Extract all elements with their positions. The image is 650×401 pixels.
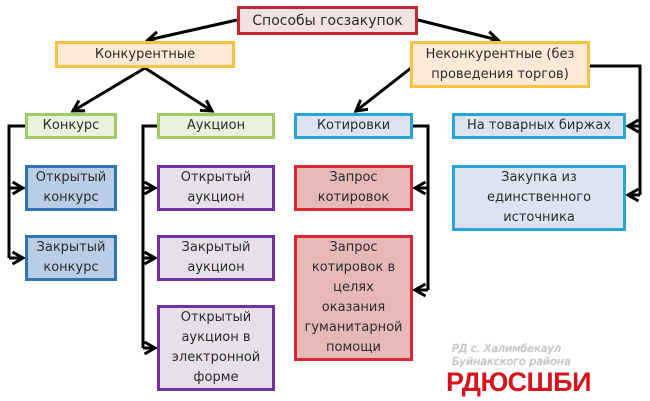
auction-node: Аукцион xyxy=(157,113,275,139)
line-konkurs-bracket xyxy=(7,124,25,258)
watermark-line-2: Буйнакского района xyxy=(452,355,571,368)
auction-node-label: Аукцион xyxy=(186,118,246,133)
quotes-node-label: Котировки xyxy=(316,118,391,133)
noncompetitive-node-label: Неконкурентные (без проведения торгов) xyxy=(425,46,575,82)
line-auction-bracket xyxy=(141,124,157,348)
noncompetitive-node: Неконкурентные (без проведения торгов) xyxy=(410,41,590,88)
closed-konkurs-node-label: Закрытый конкурс xyxy=(36,240,106,275)
root-node-label: Способы госзакупок xyxy=(252,12,403,29)
konkurs-node-label: Конкурс xyxy=(42,118,100,133)
request-quotes-node-label: Запрос котировок xyxy=(317,170,390,205)
humanitarian-quotes-node: Запрос котировок в целях оказания гумани… xyxy=(294,235,413,361)
arrow-root-to-noncompetitive xyxy=(417,18,501,45)
commodity-exchange-node: На товарных биржах xyxy=(452,113,626,139)
competitive-node: Конкурентные xyxy=(55,41,235,68)
arrow-competitive-to-auction xyxy=(144,66,215,113)
watermark-text: РД с. Халимбекаул Буйнакского района xyxy=(452,342,571,368)
watermark-line-1: РД с. Халимбекаул xyxy=(452,342,561,355)
line-quotes-bracket xyxy=(413,124,430,290)
watermark-logo: РДЮСШБИ xyxy=(446,367,591,397)
arrow-competitive-to-konkurs xyxy=(70,66,146,113)
open-konkurs-node: Открытый конкурс xyxy=(25,165,117,211)
line-noncompetitive-bracket xyxy=(590,64,642,195)
root-node: Способы госзакупок xyxy=(237,6,418,35)
arrow-root-to-competitive xyxy=(145,18,238,45)
konkurs-node: Конкурс xyxy=(25,113,117,139)
open-auction-node-label: Открытый аукцион xyxy=(180,170,252,205)
open-konkurs-node-label: Открытый конкурс xyxy=(35,170,107,205)
closed-auction-node: Закрытый аукцион xyxy=(157,235,275,281)
quotes-node: Котировки xyxy=(294,113,413,139)
closed-auction-node-label: Закрытый аукцион xyxy=(181,240,251,275)
closed-konkurs-node: Закрытый конкурс xyxy=(25,235,117,281)
humanitarian-quotes-node-label: Запрос котировок в целях оказания гумани… xyxy=(304,240,403,355)
competitive-node-label: Конкурентные xyxy=(94,46,196,62)
e-auction-node-label: Открытый аукцион в электронной форме xyxy=(171,310,261,385)
request-quotes-node: Запрос котировок xyxy=(294,165,413,211)
arrow-noncompetitive-to-quotes xyxy=(353,66,412,113)
single-source-node-label: Закупка из единственного источника xyxy=(486,170,592,225)
open-auction-node: Открытый аукцион xyxy=(157,165,275,211)
single-source-node: Закупка из единственного источника xyxy=(452,165,626,231)
e-auction-node: Открытый аукцион в электронной форме xyxy=(157,305,275,391)
commodity-exchange-node-label: На товарных биржах xyxy=(467,118,611,133)
